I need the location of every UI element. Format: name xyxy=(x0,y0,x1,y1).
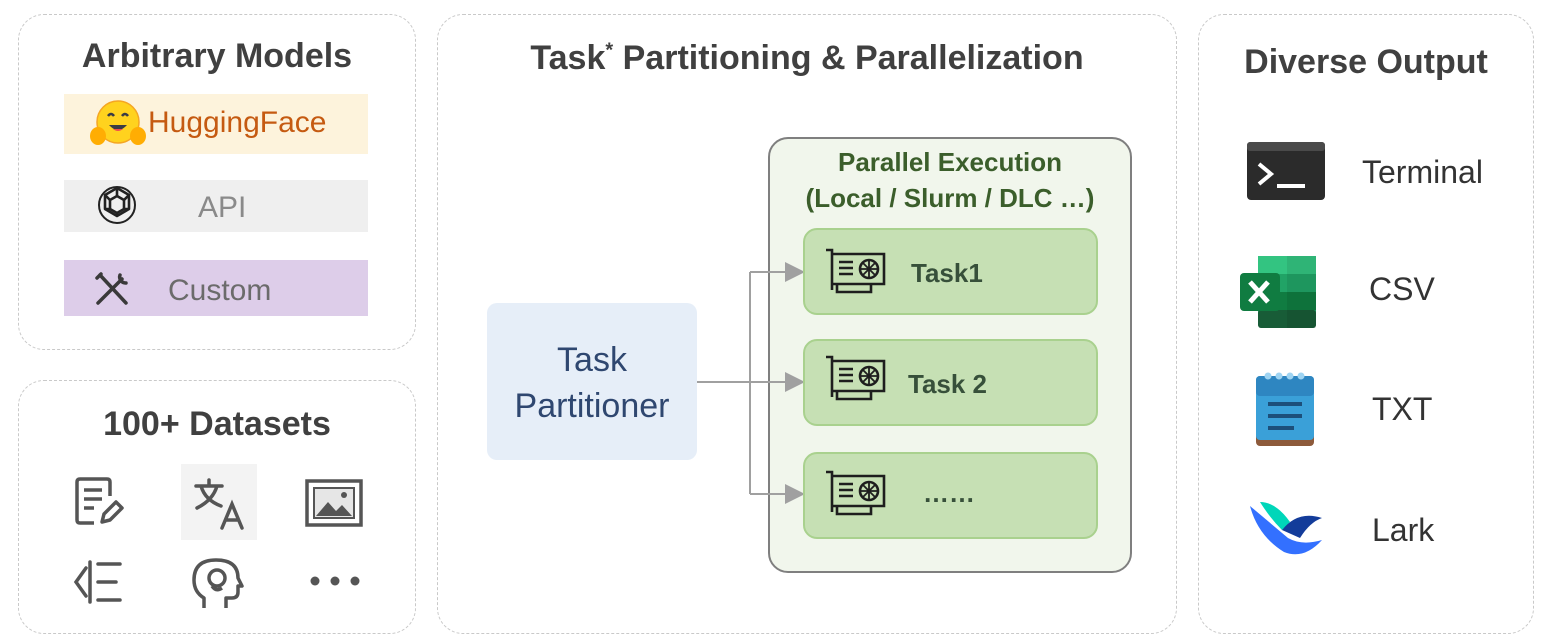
partition-title-rest: Partitioning & Parallelization xyxy=(622,39,1084,77)
tools-icon xyxy=(95,272,128,305)
task-box-1: Task1 xyxy=(803,228,1098,315)
parallel-execution-label-2: (Local / Slurm / DLC …) xyxy=(805,183,1095,213)
task-partitioner-box: Task Partitioner xyxy=(487,303,697,460)
models-panel: Arbitrary Models xyxy=(18,14,416,350)
partition-title-prefix: Task xyxy=(530,39,606,77)
task-label-1: Task1 xyxy=(911,258,983,288)
terminal-icon xyxy=(1247,142,1325,200)
task-box-3: …… xyxy=(803,452,1098,539)
parallel-execution-label-1: Parallel Execution xyxy=(838,147,1062,177)
more-icon xyxy=(310,576,360,586)
task-label-3: …… xyxy=(923,478,975,508)
model-item-custom: Custom xyxy=(64,260,368,316)
task-partitioner-label-1: Task xyxy=(557,341,627,379)
output-label-lark: Lark xyxy=(1372,512,1435,548)
outline-list-icon xyxy=(73,560,122,604)
translate-icon-bg xyxy=(181,464,257,540)
gpu-card-icon xyxy=(826,470,886,516)
gpu-card-icon xyxy=(826,355,886,401)
partition-title: Task* Partitioning & Parallelization xyxy=(438,39,1176,78)
openai-icon xyxy=(98,186,136,224)
task-label-2: Task 2 xyxy=(908,369,988,399)
task-box-2: Task 2 xyxy=(803,339,1098,426)
lark-icon xyxy=(1250,502,1322,555)
task-partitioner-label-2: Partitioner xyxy=(514,387,670,425)
output-title: Diverse Output xyxy=(1244,43,1488,81)
models-title: Arbitrary Models xyxy=(81,37,353,75)
output-panel: Diverse Output xyxy=(1198,14,1534,634)
notepad-icon xyxy=(1256,372,1314,446)
output-label-csv: CSV xyxy=(1369,271,1435,307)
partition-title-sup: * xyxy=(605,39,614,62)
model-label-api: API xyxy=(198,191,247,224)
output-label-terminal: Terminal xyxy=(1362,154,1483,190)
datasets-title: 100+ Datasets xyxy=(103,405,331,443)
gpu-card-icon xyxy=(826,248,886,294)
output-label-txt: TXT xyxy=(1372,391,1433,427)
image-icon xyxy=(305,479,363,527)
model-item-api: API xyxy=(64,180,368,232)
hugging-face-emoji-icon xyxy=(90,100,146,145)
document-edit-icon xyxy=(75,477,124,525)
model-label-huggingface: HuggingFace xyxy=(148,106,327,139)
translate-icon xyxy=(194,478,244,530)
model-item-huggingface: HuggingFace xyxy=(64,94,368,154)
model-label-custom: Custom xyxy=(168,274,272,307)
partition-panel: Task* Partitioning & Parallelization xyxy=(437,14,1177,634)
datasets-panel: 100+ Datasets xyxy=(18,380,416,634)
excel-icon xyxy=(1240,256,1316,328)
partition-arrows xyxy=(697,262,805,504)
brain-head-icon xyxy=(192,558,244,608)
